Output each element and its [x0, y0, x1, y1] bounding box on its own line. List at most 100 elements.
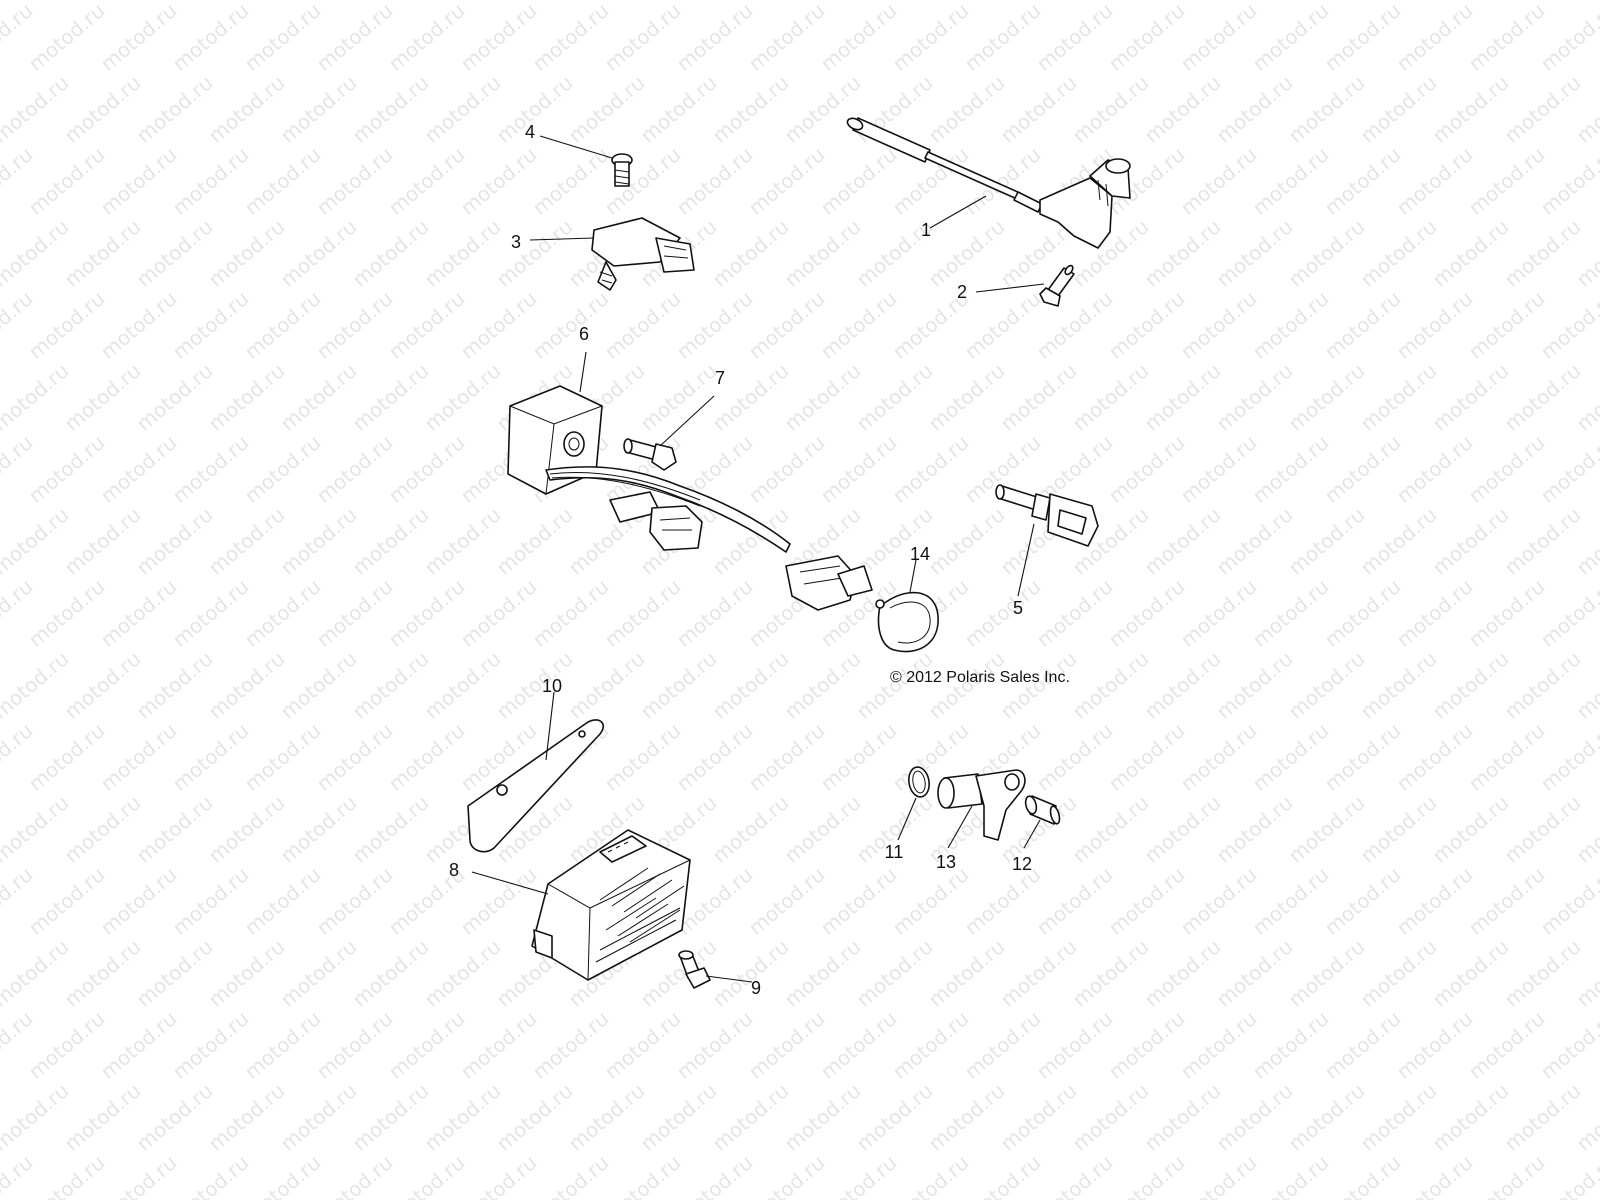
- watermark-text: motod.ru: [1428, 214, 1514, 291]
- watermark-text: motod.ru: [780, 70, 866, 147]
- watermark-text: motod.ru: [708, 1078, 794, 1155]
- callout-10: 10: [542, 676, 562, 696]
- watermark-text: motod.ru: [0, 502, 73, 579]
- watermark-text: motod.ru: [1212, 934, 1298, 1011]
- callout-9: 9: [751, 978, 761, 998]
- watermark-text: motod.ru: [1212, 502, 1298, 579]
- watermark-text: motod.ru: [924, 934, 1010, 1011]
- watermark-text: motod.ru: [1392, 1006, 1478, 1083]
- watermark-text: motod.ru: [276, 790, 362, 867]
- watermark-text: motod.ru: [348, 214, 434, 291]
- watermark-text: motod.ru: [168, 862, 254, 939]
- watermark-text: motod.ru: [564, 70, 650, 147]
- watermark-text: motod.ru: [312, 718, 398, 795]
- watermark-text: motod.ru: [1356, 790, 1442, 867]
- watermark-text: motod.ru: [24, 430, 110, 507]
- watermark-text: motod.ru: [420, 646, 506, 723]
- watermark-text: motod.ru: [204, 0, 290, 4]
- watermark-text: motod.ru: [636, 358, 722, 435]
- watermark-text: motod.ru: [780, 1078, 866, 1155]
- watermark-text: motod.ru: [348, 790, 434, 867]
- watermark-text: motod.ru: [1284, 502, 1370, 579]
- watermark-text: motod.ru: [960, 0, 1046, 76]
- watermark-text: motod.ru: [1464, 286, 1550, 363]
- watermark-text: motod.ru: [960, 574, 1046, 651]
- watermark-text: motod.ru: [384, 1150, 470, 1200]
- watermark-text: motod.ru: [492, 646, 578, 723]
- watermark-text: motod.ru: [1068, 358, 1154, 435]
- watermark-text: motod.ru: [240, 1150, 326, 1200]
- watermark-text: motod.ru: [1536, 430, 1600, 507]
- watermark-text: motod.ru: [600, 142, 686, 219]
- watermark-text: motod.ru: [420, 214, 506, 291]
- watermark-text: motod.ru: [708, 214, 794, 291]
- watermark-text: motod.ru: [24, 1150, 110, 1200]
- watermark-text: motod.ru: [636, 646, 722, 723]
- watermark-text: motod.ru: [780, 790, 866, 867]
- watermark-text: motod.ru: [348, 0, 434, 4]
- watermark-text: motod.ru: [1104, 286, 1190, 363]
- part-14-cable-tie: [875, 591, 939, 653]
- watermark-text: motod.ru: [348, 358, 434, 435]
- watermark-text: motod.ru: [420, 0, 506, 4]
- watermark-text: motod.ru: [1392, 1150, 1478, 1200]
- watermark-text: motod.ru: [1032, 862, 1118, 939]
- watermark-text: motod.ru: [240, 0, 326, 76]
- watermark-text: motod.ru: [168, 1006, 254, 1083]
- watermark-text: motod.ru: [1032, 0, 1118, 76]
- watermark-text: motod.ru: [1284, 790, 1370, 867]
- watermark-text: motod.ru: [600, 1150, 686, 1200]
- watermark-text: motod.ru: [1320, 1006, 1406, 1083]
- watermark-text: motod.ru: [168, 430, 254, 507]
- callout-12: 12: [1012, 854, 1032, 874]
- watermark-text: motod.ru: [1536, 286, 1600, 363]
- watermark-text: motod.ru: [276, 934, 362, 1011]
- watermark-text: motod.ru: [960, 1006, 1046, 1083]
- watermark-text: motod.ru: [780, 358, 866, 435]
- watermark-text: motod.ru: [1500, 0, 1586, 4]
- watermark-text: motod.ru: [312, 1006, 398, 1083]
- watermark-text: motod.ru: [420, 358, 506, 435]
- watermark-text: motod.ru: [0, 1078, 73, 1155]
- watermark-text: motod.ru: [456, 286, 542, 363]
- watermark-text: motod.ru: [1176, 430, 1262, 507]
- watermark-text: motod.ru: [1392, 0, 1478, 76]
- watermark-text: motod.ru: [24, 574, 110, 651]
- watermark-text: motod.ru: [168, 286, 254, 363]
- watermark-text: motod.ru: [852, 934, 938, 1011]
- watermark-text: motod.ru: [1068, 790, 1154, 867]
- watermark-text: motod.ru: [528, 0, 614, 76]
- watermark-text: motod.ru: [276, 358, 362, 435]
- callout-1: 1: [921, 220, 931, 240]
- watermark-text: motod.ru: [1284, 358, 1370, 435]
- watermark-text: motod.ru: [528, 1006, 614, 1083]
- watermark-text: motod.ru: [96, 0, 182, 76]
- watermark-text: motod.ru: [132, 0, 218, 4]
- watermark-text: motod.ru: [1392, 718, 1478, 795]
- callout-2: 2: [957, 282, 967, 302]
- watermark-text: motod.ru: [672, 1150, 758, 1200]
- callout-7: 7: [715, 368, 725, 388]
- watermark-text: motod.ru: [1140, 934, 1226, 1011]
- watermark-text: motod.ru: [1068, 0, 1154, 4]
- watermark-text: motod.ru: [384, 574, 470, 651]
- watermark-text: motod.ru: [816, 430, 902, 507]
- leader-lines: [471, 135, 1045, 983]
- watermark-text: motod.ru: [1320, 574, 1406, 651]
- watermark-text: motod.ru: [1356, 358, 1442, 435]
- watermark-text: motod.ru: [1212, 214, 1298, 291]
- watermark-text: motod.ru: [456, 142, 542, 219]
- watermark-text: motod.ru: [96, 430, 182, 507]
- watermark-text: motod.ru: [996, 0, 1082, 4]
- callout-6: 6: [579, 324, 589, 344]
- watermark-text: motod.ru: [1428, 70, 1514, 147]
- watermark-text: motod.ru: [1104, 430, 1190, 507]
- watermark-text: motod.ru: [1356, 70, 1442, 147]
- watermark-text: motod.ru: [1356, 214, 1442, 291]
- watermark-text: motod.ru: [1392, 862, 1478, 939]
- watermark-text: motod.ru: [1536, 718, 1600, 795]
- watermark-text: motod.ru: [1104, 574, 1190, 651]
- watermark-text: motod.ru: [1500, 646, 1586, 723]
- watermark-text: motod.ru: [1140, 70, 1226, 147]
